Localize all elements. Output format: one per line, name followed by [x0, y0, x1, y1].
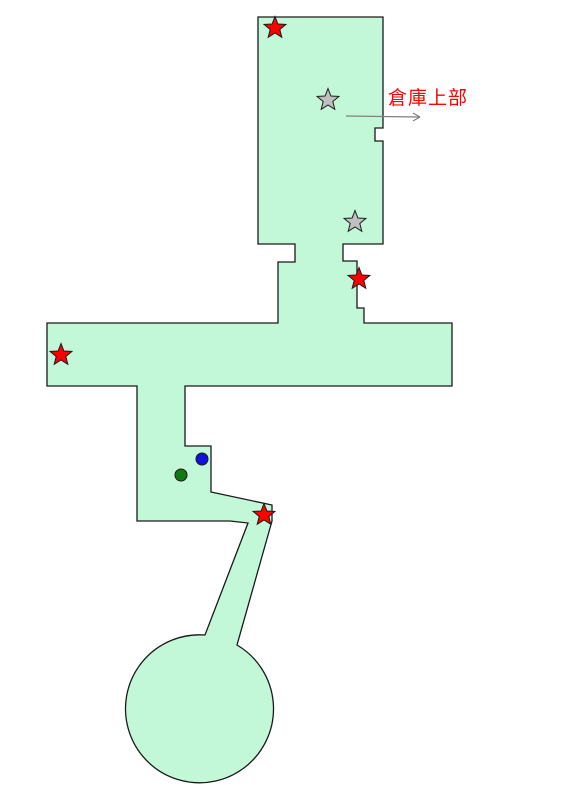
area-label-warehouse-upper: 倉庫上部: [388, 87, 468, 109]
gray-star-icon: [315, 87, 341, 111]
red-star-icon: [262, 15, 288, 39]
gray-star-icon: [342, 209, 368, 233]
annotation: 倉庫上部: [345, 87, 468, 122]
green-dot-icon: [174, 468, 188, 482]
markers: [48, 15, 372, 526]
red-star-icon: [251, 502, 277, 526]
floor-plan: [46, 16, 453, 784]
floor-area: [46, 16, 453, 784]
red-star-icon: [48, 342, 74, 366]
blue-dot-icon: [195, 452, 209, 466]
red-star-icon: [346, 266, 372, 290]
pointer-arrow: [345, 112, 421, 122]
